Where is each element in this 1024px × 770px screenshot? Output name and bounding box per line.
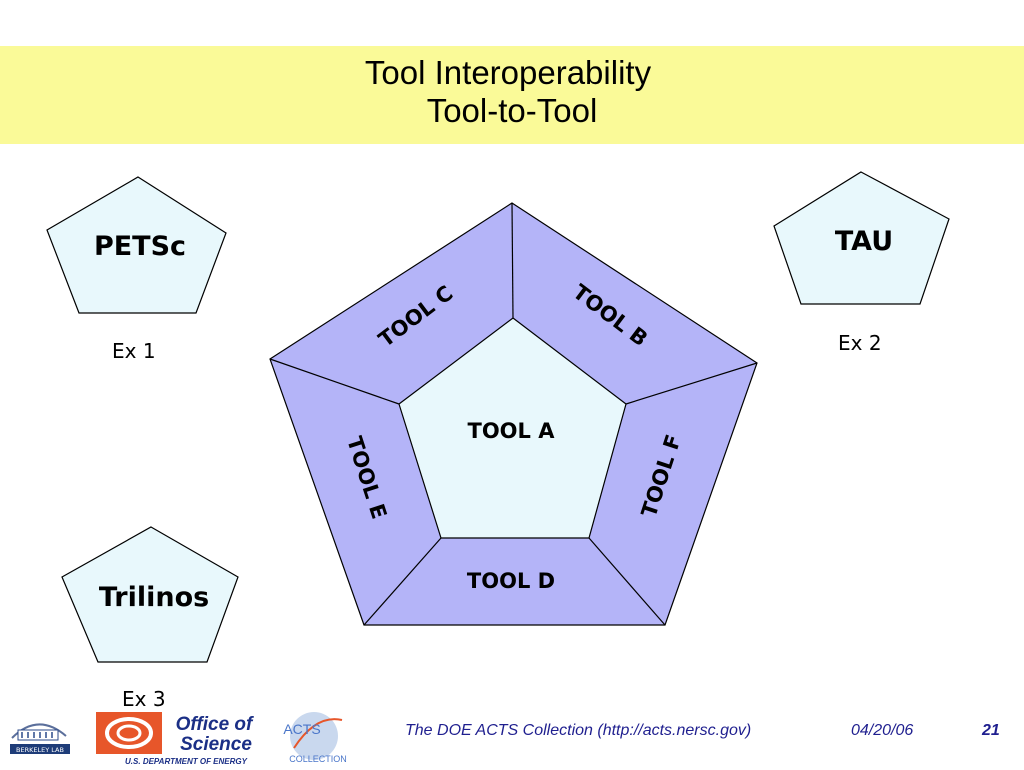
svg-text:ACTS: ACTS bbox=[283, 721, 320, 737]
ex1-caption: Ex 1 bbox=[112, 339, 156, 363]
page-number: 21 bbox=[982, 722, 1000, 739]
trilinos-pentagon: Trilinos bbox=[61, 526, 239, 663]
tau-label: TAU bbox=[835, 226, 893, 257]
svg-text:Office of: Office of bbox=[176, 714, 254, 735]
slide-subtitle: Tool-to-Tool bbox=[426, 92, 598, 129]
petsc-label: PETSc bbox=[94, 231, 186, 262]
footer-collection-text: The DOE ACTS Collection (http://acts.ner… bbox=[405, 722, 752, 739]
title-band bbox=[0, 46, 1024, 144]
svg-text:BERKELEY LAB: BERKELEY LAB bbox=[16, 746, 64, 754]
ex3-caption: Ex 3 bbox=[122, 687, 166, 711]
svg-text:U.S. DEPARTMENT OF ENERGY: U.S. DEPARTMENT OF ENERGY bbox=[125, 757, 248, 766]
petsc-pentagon: PETSc bbox=[46, 176, 227, 314]
tool-pentagon: TOOL A TOOL C TOOL B TOOL E TOOL F TOOL … bbox=[269, 202, 758, 626]
svg-text:COLLECTION: COLLECTION bbox=[289, 754, 347, 764]
berkeley-lab-logo: BERKELEY LAB bbox=[4, 708, 76, 760]
office-of-science-logo: Office of Science U.S. DEPARTMENT OF ENE… bbox=[94, 708, 270, 766]
svg-text:Science: Science bbox=[180, 734, 252, 755]
tool-a-label: TOOL A bbox=[468, 419, 556, 443]
slide-title: Tool Interoperability bbox=[364, 54, 652, 91]
tau-pentagon: TAU bbox=[773, 171, 950, 305]
footer-date: 04/20/06 bbox=[851, 722, 914, 739]
trilinos-label: Trilinos bbox=[99, 582, 209, 613]
ex2-caption: Ex 2 bbox=[838, 331, 882, 355]
acts-collection-logo: ACTS COLLECTION bbox=[276, 708, 352, 766]
tool-d-label: TOOL D bbox=[467, 569, 555, 593]
